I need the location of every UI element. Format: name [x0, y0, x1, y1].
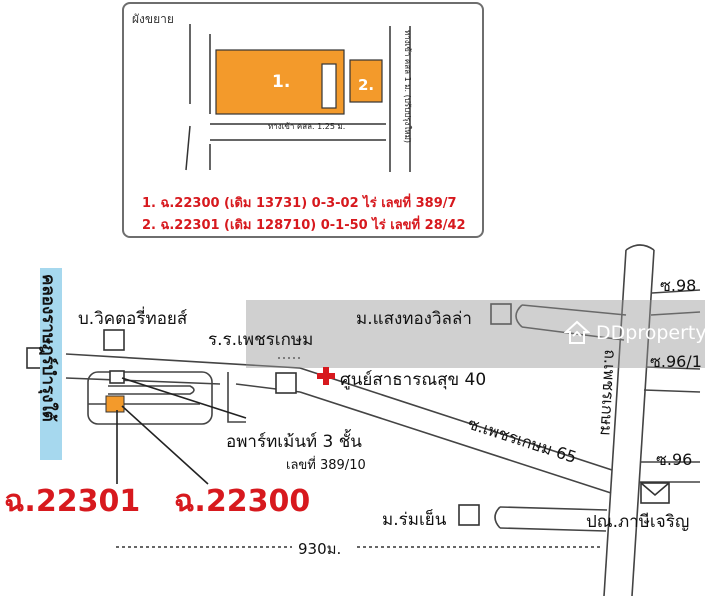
- victory-house-label: บ.วิคตอรี่ทอยส์: [78, 309, 188, 329]
- apartment-marker: [109, 370, 125, 384]
- saengthong-marker: [490, 303, 512, 325]
- deed-22300-label: ฉ.22300: [174, 484, 311, 519]
- inset-title: ผังขยาย: [132, 12, 174, 26]
- plot-2: [349, 59, 383, 103]
- watermark-text: DDproperty: [596, 322, 705, 344]
- inset-drawing: [185, 24, 411, 172]
- canal-strip: [40, 268, 62, 460]
- watermark-band: [246, 300, 705, 368]
- soi-96-label: ซ.96: [656, 450, 693, 469]
- mail-envelope-icon: [640, 482, 670, 504]
- deed-line-1: 1. ฉ.22300 (เดิม 13731) 0-3-02 ไร่ เลขที…: [142, 196, 457, 211]
- plot-1-label: 1.: [272, 72, 291, 92]
- post-office-label: ปณ.ภาษีเจริญ: [586, 512, 690, 532]
- health-center-label: ศูนย์สาธารณสุข 40: [340, 370, 487, 390]
- victory-house-marker: [103, 329, 125, 351]
- inset-side-road-label: ทางเข้า คสล 1 ม. (ปรับปรุงใหม่): [403, 30, 412, 144]
- apartment-number-label: เลขที่ 389/10: [286, 458, 366, 473]
- plot-2-label: 2.: [358, 76, 375, 94]
- romyen-label: ม.ร่มเย็น: [382, 510, 447, 530]
- deed-line-2: 2. ฉ.22301 (เดิม 128710) 0-1-50 ไร่ เลขท…: [142, 218, 466, 233]
- apartment-label: อพาร์ทเม้นท์ 3 ชั้น: [226, 432, 362, 452]
- deed-22301-label: ฉ.22301: [4, 484, 141, 519]
- soi-98-label: ซ.98: [660, 276, 697, 295]
- main-road-top-cap: [625, 244, 655, 251]
- ddproperty-logo-icon: [564, 320, 590, 344]
- main-road-right-edge: [631, 249, 655, 597]
- canal-label: คลองราษฎร์บำรุงใต้: [38, 274, 58, 422]
- hospital-cross-icon: [317, 367, 335, 385]
- saengthong-label: ม.แสงทองวิลล่า: [356, 309, 472, 329]
- school-marker: [275, 372, 297, 394]
- soi-96-1-label: ซ.96/1: [650, 352, 702, 371]
- inset-road-label: ทางเข้า คสล. 1.25 ม.: [268, 122, 346, 131]
- main-road-label: ถ.เพชรเกษม: [596, 348, 621, 437]
- romyen-marker: [458, 504, 480, 526]
- inset-plan: ผังขยาย 1. 2. ทางเข้า คสล. 1.25 ม. ทางเข…: [122, 2, 484, 238]
- distance-label: 930ม.: [298, 540, 342, 558]
- plot-1-building: [321, 63, 337, 109]
- main-road-left-edge: [603, 249, 627, 597]
- property-plot-marker: [105, 395, 125, 413]
- school-label: ร.ร.เพชรเกษม: [208, 330, 314, 350]
